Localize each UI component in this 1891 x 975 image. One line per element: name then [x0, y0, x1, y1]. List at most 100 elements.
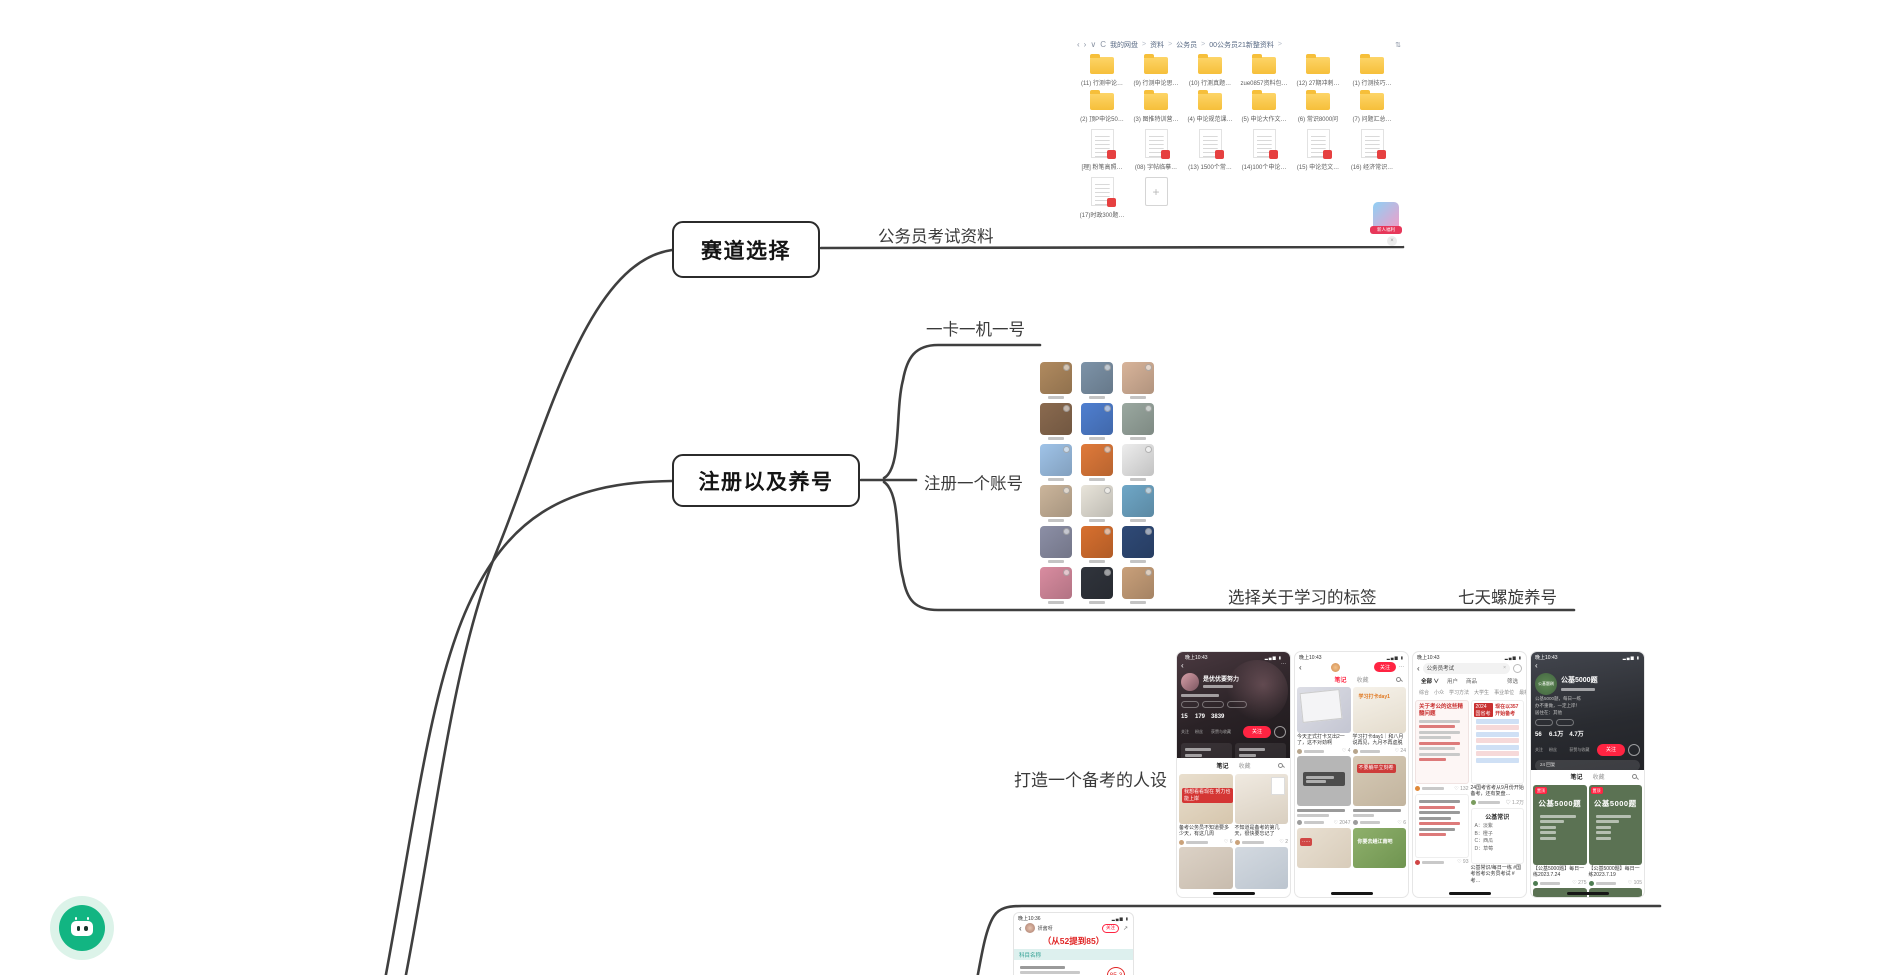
tab-notes: 笔记: [1334, 677, 1347, 684]
pdf-item[interactable]: (17)时政300题…: [1075, 177, 1129, 219]
file-name: (9) 行测申论思…: [1133, 81, 1179, 87]
back-icon: ‹: [1299, 662, 1302, 672]
avatar-option[interactable]: [1117, 526, 1158, 567]
avatar-option[interactable]: [1117, 444, 1158, 485]
folder-item[interactable]: (7) 问题汇总…: [1345, 90, 1399, 123]
folder-item[interactable]: (10) 行测真题…: [1183, 54, 1237, 87]
chat-bot-button[interactable]: [50, 896, 114, 960]
folder-item[interactable]: (5) 申论大作文…: [1237, 90, 1291, 123]
folder-item[interactable]: (4) 申论规范课…: [1183, 90, 1237, 123]
quiz-note-card-partial: [1533, 888, 1587, 897]
avatar-option[interactable]: [1076, 362, 1117, 403]
avatar-thumbnail: [1039, 362, 1072, 394]
avatar-option[interactable]: [1035, 444, 1076, 485]
close-icon: ×: [1387, 236, 1397, 246]
pdf-item[interactable]: (14)100个申论…: [1237, 129, 1291, 171]
folder-item[interactable]: (1) 行测技巧…: [1345, 54, 1399, 87]
mini-avatar: [1330, 662, 1340, 672]
folder-item[interactable]: (3) 图推特训营…: [1129, 90, 1183, 123]
branch-line-persona: [976, 904, 1662, 975]
branch-label-exam-persona[interactable]: 打造一个备考的人设: [1014, 771, 1167, 790]
phone2-notes-feed-screenshot: 晚上10:43▂▄▆ ▮ ‹ 关注 ··· 笔记 收藏 今天正: [1294, 651, 1409, 898]
score-table-header: 科目名称: [1014, 949, 1133, 960]
avatar-option[interactable]: [1076, 567, 1117, 608]
folder-icon: [1198, 54, 1222, 74]
avatar-option[interactable]: [1076, 526, 1117, 567]
upload-card[interactable]: +: [1129, 177, 1183, 219]
settings-icon: [1628, 743, 1640, 756]
pdf-file-icon: [1144, 129, 1170, 159]
pdf-file-icon: [1306, 129, 1332, 159]
branch-label-create-account[interactable]: 注册一个账号: [924, 475, 1023, 493]
folder-item[interactable]: (6) 常识8000问: [1291, 90, 1345, 123]
netdisk-file-manager-screenshot[interactable]: ‹ › ∨ C 我的网盘> 资料> 公务员> 00公务员21新整资料> ⇅ (1…: [1075, 38, 1403, 246]
file-name: (12) 27期冲刺…: [1296, 81, 1340, 87]
avatar-picker-screenshot[interactable]: [1035, 362, 1159, 608]
avatar-option[interactable]: [1035, 485, 1076, 526]
pdf-item[interactable]: (15) 申论范文…: [1291, 129, 1345, 171]
note-card-partial: 你要去趟江南吧: [1352, 827, 1406, 868]
pdf-item[interactable]: (08) 字帖临摹…: [1129, 129, 1183, 171]
branch-label-exam-material[interactable]: 公务员考试资料: [878, 228, 994, 246]
note-card-partial: [1179, 847, 1233, 889]
avatar-option[interactable]: [1117, 485, 1158, 526]
folder-item[interactable]: (9) 行测申论思…: [1129, 54, 1183, 87]
folder-icon: [1144, 54, 1168, 74]
score-phone-screenshot[interactable]: 晚上10:36▂▄▆ ▮ ‹ 妍酱呀 关注 ↗ （从52提到85） 科目名称 8…: [1013, 912, 1134, 975]
share-icon: ↗: [1122, 925, 1128, 932]
folder-icon: [1090, 54, 1114, 74]
avatar-thumbnail: [1121, 485, 1154, 517]
tab-notes: 笔记: [1570, 775, 1583, 781]
file-name: [理] 粉笔高照…: [1081, 165, 1123, 171]
folder-item[interactable]: zue0857资料包…: [1237, 54, 1291, 87]
avatar-caption: [1129, 560, 1146, 563]
node-track-selection[interactable]: 赛道选择: [672, 221, 820, 278]
folder-icon: [1360, 54, 1384, 74]
avatar-thumbnail: [1121, 444, 1154, 476]
pdf-item[interactable]: (16) 经济常识…: [1345, 129, 1399, 171]
branch-label-one-card[interactable]: 一卡一机一号: [926, 321, 1025, 339]
folder-row-2: (2) 顶P申论50…(3) 图推特训营…(4) 申论规范课…(5) 申论大作文…: [1075, 87, 1403, 123]
avatar-option[interactable]: [1117, 567, 1158, 608]
avatar-option[interactable]: [1035, 526, 1076, 567]
node-register-nurture[interactable]: 注册以及养号: [672, 454, 860, 507]
avatar-caption: [1047, 396, 1064, 399]
folder-item[interactable]: (2) 顶P申论50…: [1075, 90, 1129, 123]
folder-item[interactable]: (11) 行测申论…: [1075, 54, 1129, 87]
pdf-item[interactable]: (13) 1500个常…: [1183, 129, 1237, 171]
branch-label-seven-day-spiral[interactable]: 七天螺旋养号: [1458, 589, 1557, 607]
avatar-option[interactable]: [1117, 403, 1158, 444]
profile-card-2: [1235, 742, 1286, 761]
avatar-thumbnail: [1039, 526, 1072, 558]
note-card: ♡ 2047: [1297, 756, 1351, 826]
pdf-item[interactable]: [理] 粉笔高照…: [1075, 129, 1129, 171]
profile-card-1: [1181, 742, 1232, 761]
status-icons: ▂▄▆ ▮: [1504, 655, 1522, 660]
avatar-option[interactable]: [1117, 362, 1158, 403]
chip-study-method: 学习方法: [1449, 690, 1470, 696]
avatar-thumbnail: [1039, 567, 1072, 599]
avatar-option[interactable]: [1035, 567, 1076, 608]
branch-curve-track: [404, 248, 674, 975]
avatar-thumbnail: [1121, 403, 1154, 435]
avatar-option[interactable]: [1076, 403, 1117, 444]
bio-line: 办不重做，一定上岸！: [1535, 703, 1580, 709]
branch-label-study-tags[interactable]: 选择关于学习的标签: [1228, 589, 1377, 607]
stat-likes: 4.7万获赞与收藏: [1569, 731, 1590, 752]
avatar-option[interactable]: [1035, 403, 1076, 444]
avatar-caption: [1047, 478, 1064, 481]
profile-avatar: [1181, 673, 1199, 691]
netdisk-toolbar: ‹ › ∨ C 我的网盘> 资料> 公务员> 00公务员21新整资料> ⇅: [1077, 40, 1401, 49]
avatar-option[interactable]: [1076, 444, 1117, 485]
folder-item[interactable]: (12) 27期冲刺…: [1291, 54, 1345, 87]
branch-fan-bottom: [882, 480, 1576, 612]
avatar-option[interactable]: [1076, 485, 1117, 526]
back-icon: ‹: [1417, 663, 1420, 673]
avatar-option[interactable]: [1035, 362, 1076, 403]
pdf-file-icon: [1252, 129, 1278, 159]
pinned-badge: 置顶: [1535, 787, 1547, 794]
